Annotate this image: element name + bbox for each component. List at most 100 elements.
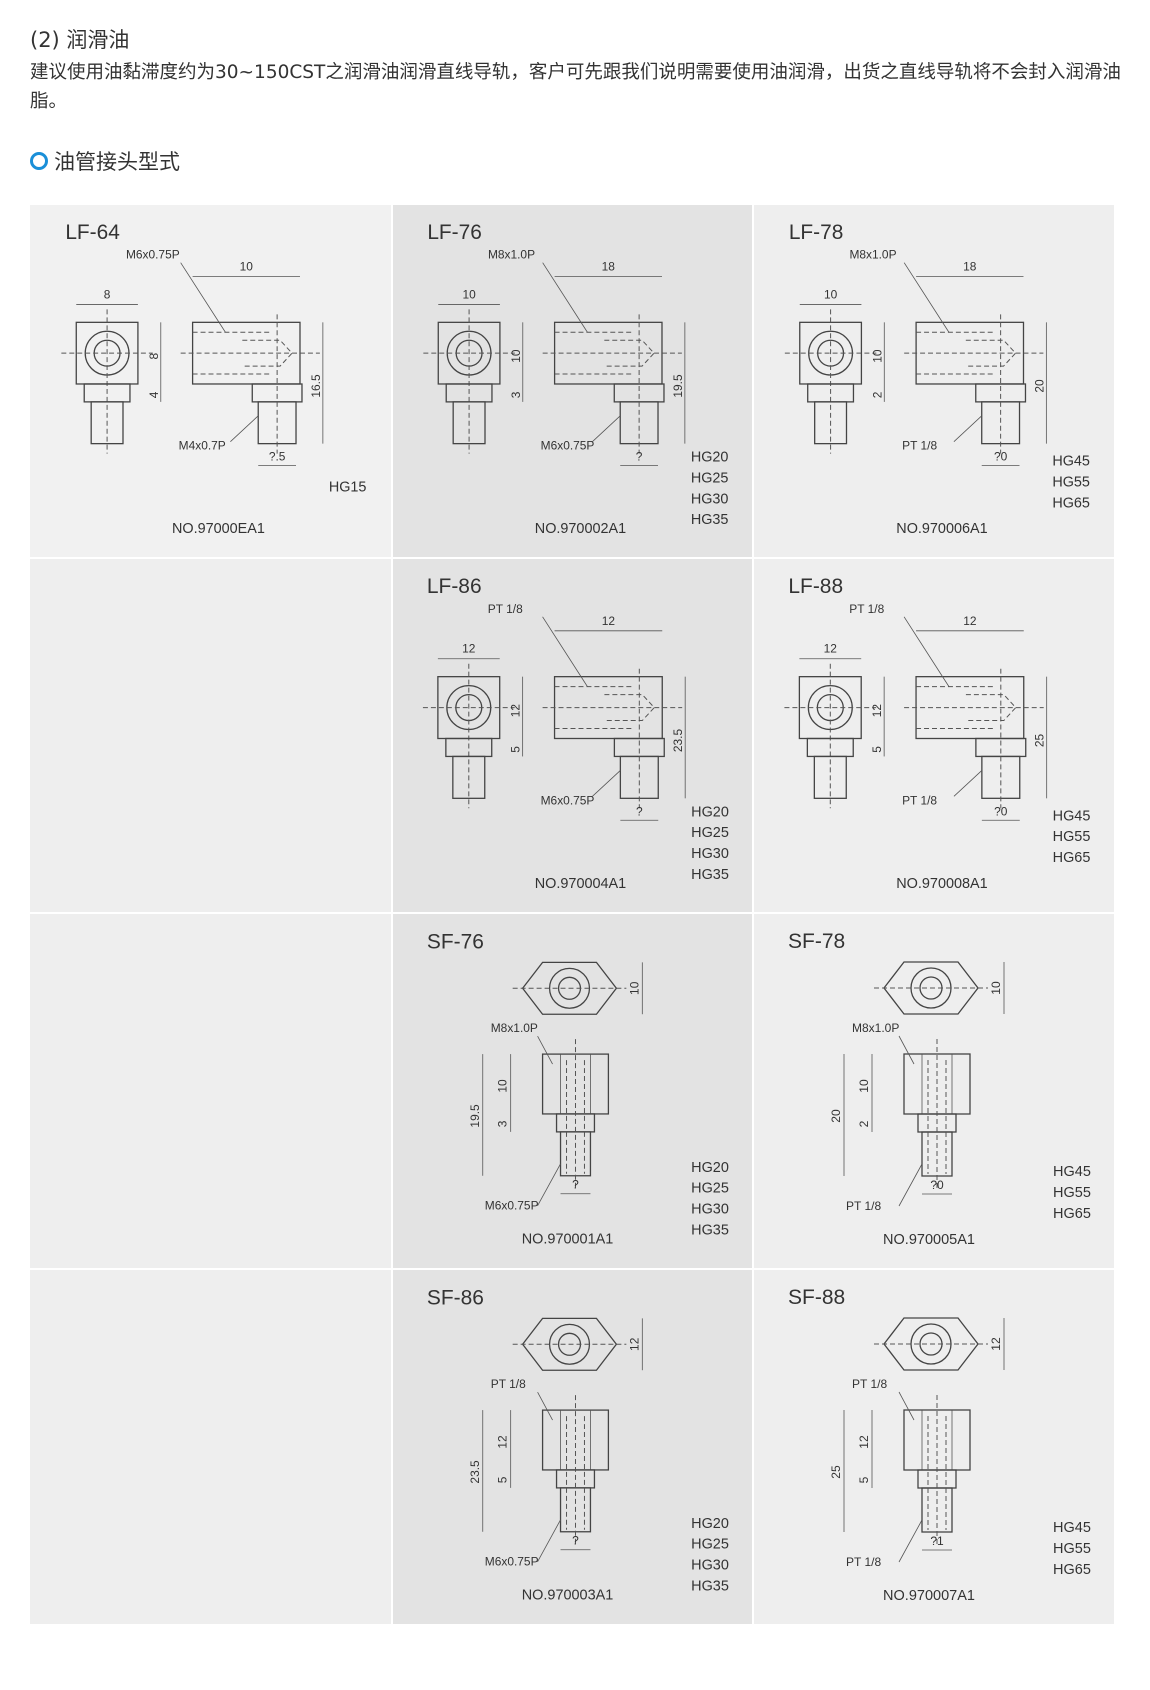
bore-outline [242, 339, 293, 367]
leader-line [180, 262, 226, 333]
fitting-title: LF-78 [789, 221, 844, 244]
body-height-dim: 12 [857, 1435, 871, 1449]
thread-diameter-dim: ?0 [994, 450, 1008, 464]
front-thread [813, 755, 847, 799]
leader-line [898, 1163, 923, 1207]
bore-outline [604, 694, 655, 722]
compatible-model: HG55 [1052, 474, 1090, 490]
bottom-thread-spec: PT 1/8 [846, 1555, 881, 1569]
compatible-model: HG65 [1053, 1206, 1091, 1222]
thread-diameter-dim: ? [636, 450, 643, 464]
total-height-dim: 25 [1033, 733, 1047, 747]
part-number: NO.970005A1 [883, 1232, 975, 1248]
fittings-heading: 油管接头型式 [30, 146, 180, 176]
side-width-dim: 12 [602, 614, 616, 628]
front-thread [814, 401, 848, 445]
bottom-thread-spec: M6x0.75P [485, 1199, 539, 1213]
neck-height-dim: 3 [496, 1120, 510, 1127]
leader-line [537, 1035, 553, 1065]
thread-diameter-dim: ? [572, 1178, 579, 1192]
leader-line [953, 415, 982, 442]
top-thread-spec: M6x0.75P [126, 248, 180, 262]
compatible-model: HG30 [691, 1558, 729, 1574]
hex-size-dim: 10 [989, 981, 1003, 995]
neck-height-dim: 5 [870, 746, 884, 753]
compatible-model: HG25 [691, 825, 729, 841]
thread-diameter-dim: ? [636, 804, 643, 818]
body-height-dim: 12 [496, 1435, 510, 1449]
neck-height-dim: 2 [870, 391, 884, 398]
compatible-model: HG30 [691, 846, 729, 862]
leader-line [903, 262, 950, 333]
leader-line [537, 1391, 553, 1421]
technical-drawing: LF-76101031819.5?M8x1.0PM6x0.75PHG20HG25… [423, 221, 729, 537]
front-thread [452, 755, 486, 799]
side-width-dim: 10 [240, 260, 254, 274]
total-height-dim: 16.5 [309, 374, 323, 398]
fitting-title: SF-86 [427, 1286, 484, 1309]
thread-diameter-dim: ?.5 [269, 450, 286, 464]
compatible-model: HG15 [329, 479, 367, 495]
front-thread [452, 401, 486, 445]
compatible-model: HG30 [691, 491, 729, 507]
total-height-dim: 23.5 [671, 729, 685, 753]
leader-line [542, 262, 588, 333]
total-height-dim: 25 [829, 1465, 843, 1479]
fitting-title: SF-88 [788, 1286, 845, 1309]
section-title: (2) 润滑油 [30, 28, 130, 52]
bottom-thread-spec: PT 1/8 [902, 439, 937, 453]
compatible-model: HG55 [1053, 1185, 1091, 1201]
top-thread-spec: M8x1.0P [488, 248, 535, 262]
bottom-thread-spec: PT 1/8 [846, 1199, 881, 1213]
compatible-model: HG25 [691, 470, 729, 486]
top-thread-spec: M8x1.0P [491, 1021, 538, 1035]
top-thread-spec: PT 1/8 [849, 602, 884, 616]
compatible-model: HG30 [691, 1202, 729, 1218]
leader-line [592, 415, 621, 442]
thread-diameter-dim: ?0 [930, 1178, 944, 1192]
fitting-title: LF-88 [788, 575, 843, 598]
front-width-dim: 10 [462, 287, 476, 301]
empty-cell [30, 1270, 391, 1624]
compatible-model: HG35 [691, 1579, 729, 1595]
empty-cell [30, 914, 391, 1268]
compatible-model: HG45 [1053, 1520, 1091, 1536]
neck-height-dim: 3 [509, 391, 523, 398]
total-height-dim: 19.5 [468, 1104, 482, 1128]
top-thread-spec: M8x1.0P [849, 248, 896, 262]
circle-bullet-icon [30, 152, 48, 170]
neck-height-dim: 5 [509, 746, 523, 753]
thread-diameter-dim: ? [572, 1534, 579, 1548]
leader-line [537, 1163, 561, 1206]
thread-diameter-dim: ?1 [930, 1534, 944, 1548]
total-height-dim: 20 [829, 1109, 843, 1123]
compatible-model: HG35 [691, 512, 729, 528]
side-width-dim: 18 [602, 260, 616, 274]
bottom-thread-spec: M4x0.7P [179, 439, 226, 453]
leader-line [537, 1519, 561, 1562]
side-width-dim: 18 [963, 260, 977, 274]
neck-height-dim: 5 [496, 1476, 510, 1483]
compatible-model: HG45 [1052, 454, 1090, 470]
compatible-model: HG25 [691, 1181, 729, 1197]
leader-line [592, 770, 621, 797]
part-number: NO.970004A1 [535, 876, 627, 892]
compatible-model: HG45 [1053, 808, 1091, 824]
total-height-dim: 19.5 [671, 374, 685, 398]
front-width-dim: 12 [824, 642, 838, 656]
technical-drawing: SF-761019.5103?M8x1.0PM6x0.75PHG20HG25HG… [427, 930, 729, 1247]
total-height-dim: 23.5 [468, 1460, 482, 1484]
leader-line [898, 1391, 915, 1421]
bottom-thread-spec: M6x0.75P [541, 439, 595, 453]
